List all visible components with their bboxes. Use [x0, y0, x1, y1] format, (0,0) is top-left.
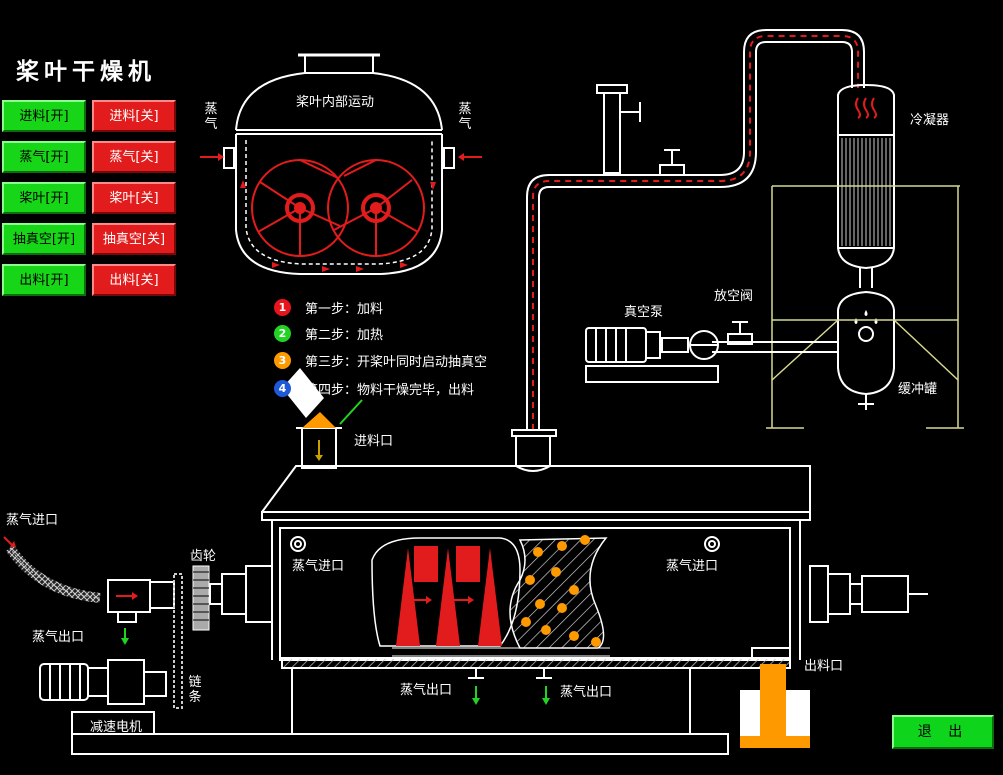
label-steam-outlet-bottom1: 蒸气出口	[400, 683, 453, 698]
discharge-off-button[interactable]: 出料[关]	[92, 264, 176, 296]
label-vacuum-pump: 真空泵	[624, 305, 664, 320]
vacuum-pump	[585, 327, 719, 383]
step-4: 4 第四步：物料干燥完毕，出料	[274, 378, 474, 398]
vapor-pipe	[511, 29, 865, 472]
drops-icon	[854, 310, 878, 324]
condenser-tubes	[841, 138, 891, 246]
right-bearing	[809, 565, 928, 623]
label-discharge-port: 出料口	[804, 659, 844, 674]
paddle-on-button[interactable]: 桨叶[开]	[2, 182, 86, 214]
step-3-text: 第三步：开桨叶同时启动抽真空	[305, 354, 488, 370]
label-steam-inlet-outer: 蒸气进口	[6, 513, 59, 528]
step-3-badge: 3	[274, 351, 291, 369]
discharge-port	[740, 647, 810, 748]
vent-pipe	[596, 84, 641, 174]
bottom-steam-outlets	[468, 668, 552, 679]
left-drive	[107, 565, 273, 623]
jacket-inner	[245, 140, 433, 265]
heat-icon	[855, 97, 877, 119]
step-2-badge: 2	[274, 324, 291, 342]
steam-off-button[interactable]: 蒸气[关]	[92, 141, 176, 173]
gear-motor	[39, 659, 167, 735]
inner-sight-glasses	[290, 536, 720, 552]
label-steam-outlet-left: 蒸气出口	[32, 630, 85, 645]
label-steam-inlet-inner-left: 蒸气进口	[292, 559, 345, 574]
label-motor: 减速电机	[90, 720, 143, 735]
exit-button[interactable]: 退 出	[892, 715, 994, 749]
step-1: 1 第一步：加料	[274, 297, 383, 317]
drying-material	[509, 535, 608, 649]
gear	[192, 565, 210, 631]
label-gear: 齿轮	[190, 549, 217, 564]
steam-hose	[5, 545, 101, 603]
trough-bottom-grid	[392, 647, 610, 657]
label-steam-left: 蒸气	[204, 102, 218, 132]
step-1-text: 第一步：加料	[305, 301, 384, 317]
label-chain: 链条	[188, 675, 202, 705]
feed-off-button[interactable]: 进料[关]	[92, 100, 176, 132]
feed-bag-icon	[282, 368, 324, 418]
discharge-on-button[interactable]: 出料[开]	[2, 264, 86, 296]
dome	[235, 72, 443, 131]
steam-on-button[interactable]: 蒸气[开]	[2, 141, 86, 173]
condenser	[837, 83, 895, 288]
label-steam-right: 蒸气	[458, 102, 472, 132]
steam-out-arrows	[475, 686, 547, 700]
app-title: 桨叶干燥机	[16, 59, 156, 85]
step-3: 3 第三步：开桨叶同时启动抽真空	[274, 350, 487, 370]
label-vent-valve: 放空阀	[714, 289, 754, 304]
paddle-off-button[interactable]: 桨叶[关]	[92, 182, 176, 214]
step-4-text: 第四步：物料干燥完毕，出料	[305, 382, 475, 398]
jacket-flow-arrows	[240, 180, 436, 272]
paddle-rotors	[251, 159, 425, 257]
label-paddle-inner: 桨叶内部运动	[296, 95, 375, 110]
chain	[173, 573, 183, 709]
label-feed-port: 进料口	[354, 434, 394, 449]
trough-paddles	[371, 537, 521, 647]
label-condenser: 冷凝器	[910, 113, 950, 128]
step-2-text: 第二步：加热	[305, 327, 384, 343]
vacuum-on-button[interactable]: 抽真空[开]	[2, 223, 86, 255]
feed-material	[302, 412, 336, 428]
step-4-badge: 4	[274, 379, 291, 397]
buffer-tank	[837, 290, 895, 410]
vacuum-line	[712, 321, 838, 353]
label-buffer-tank: 缓冲罐	[898, 382, 938, 397]
vacuum-off-button[interactable]: 抽真空[关]	[92, 223, 176, 255]
step-2: 2 第二步：加热	[274, 323, 383, 343]
paddle-cross-section	[223, 53, 455, 275]
dryer-body	[71, 465, 811, 755]
support-frame	[766, 185, 964, 429]
top-nozzle	[304, 54, 374, 74]
feed-on-button[interactable]: 进料[开]	[2, 100, 86, 132]
label-steam-inlet-inner-right: 蒸气进口	[666, 559, 719, 574]
step-1-badge: 1	[274, 298, 291, 316]
label-steam-outlet-bottom2: 蒸气出口	[560, 685, 613, 700]
jacket-outer	[235, 134, 443, 275]
gear-teeth	[193, 571, 209, 621]
